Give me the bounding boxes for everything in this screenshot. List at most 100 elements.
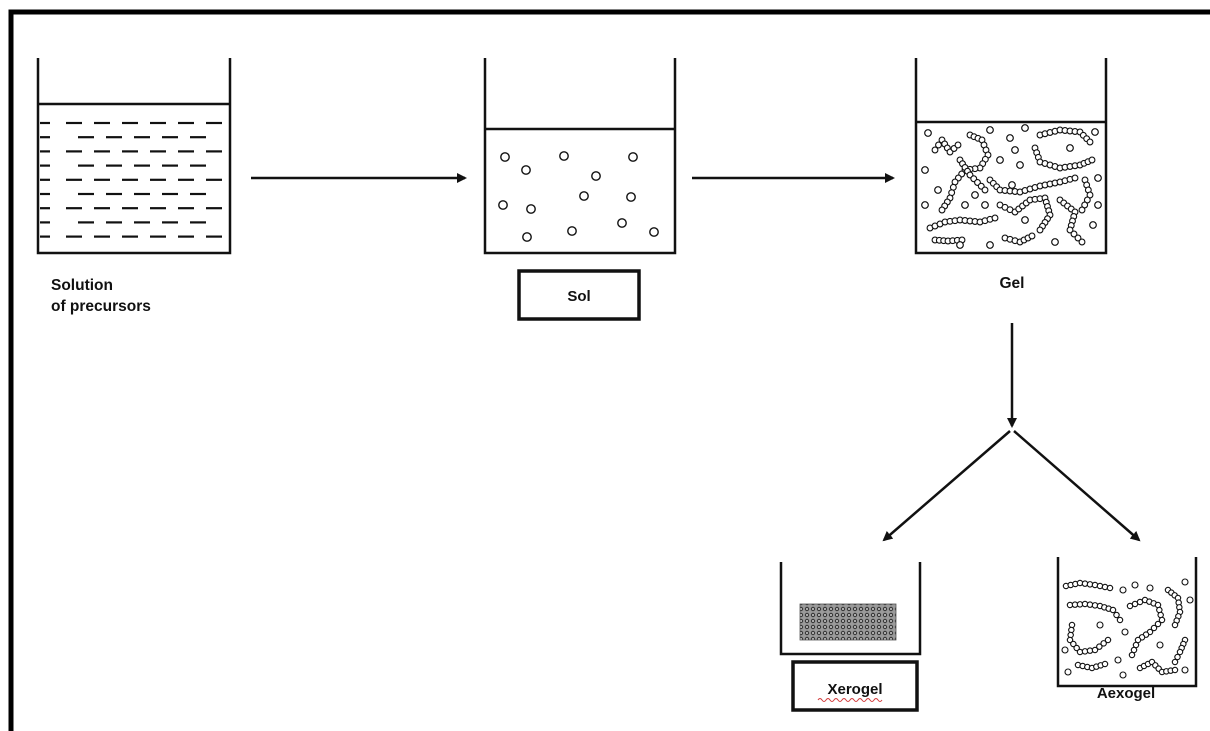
sol-particles [498, 151, 659, 242]
particle [938, 206, 946, 214]
particle [1011, 146, 1019, 154]
particle [1086, 138, 1094, 146]
particle [1051, 238, 1059, 246]
particle [1064, 668, 1072, 676]
particle [1070, 230, 1078, 238]
xerogel-beaker [779, 562, 922, 656]
particle [1174, 653, 1181, 661]
arrow-to-aexogel [1013, 430, 1141, 542]
particle [1100, 640, 1107, 647]
particle [934, 186, 942, 194]
particle [1089, 221, 1097, 229]
aexogel-beaker [1056, 557, 1198, 688]
particle [921, 201, 929, 209]
particle [1171, 621, 1179, 629]
particle [1116, 616, 1124, 624]
xerogel-solid [799, 603, 897, 641]
xerogel-label-box [791, 660, 919, 712]
solution-beaker [36, 58, 232, 255]
beaker-icon [483, 58, 677, 255]
particle [986, 241, 994, 249]
particle [996, 156, 1004, 164]
particle [1088, 156, 1096, 164]
particle [1109, 606, 1117, 614]
arrow-to-xerogel [882, 430, 1011, 542]
particle [1128, 651, 1136, 659]
beaker-icon [779, 562, 922, 656]
particle [521, 165, 531, 175]
particle [617, 218, 627, 228]
particle [1021, 216, 1029, 224]
particle [1181, 578, 1189, 586]
particle [1096, 643, 1103, 650]
particle [1186, 596, 1194, 604]
particle [1021, 124, 1029, 132]
particle [522, 232, 532, 242]
particle [1171, 658, 1179, 666]
particle [1121, 628, 1129, 636]
particle [1061, 646, 1069, 654]
particle [1096, 621, 1104, 629]
particle [1154, 620, 1162, 628]
particle [1016, 161, 1024, 169]
sol-beaker [483, 58, 677, 255]
particle [1113, 611, 1120, 619]
particle [981, 201, 989, 209]
particle [526, 204, 536, 214]
particle [1094, 201, 1102, 209]
particle [1156, 641, 1164, 649]
particle [1171, 666, 1179, 674]
beaker-icon [1056, 557, 1198, 688]
particle [1066, 144, 1074, 152]
particle [1078, 206, 1086, 214]
aexogel-network [1061, 578, 1194, 679]
particle [1131, 581, 1139, 589]
particle [1176, 648, 1184, 656]
sol-label-box [517, 269, 641, 321]
particle [971, 191, 979, 199]
particle [1070, 640, 1077, 648]
particle [567, 226, 577, 236]
particle [1074, 234, 1082, 242]
particle [649, 227, 659, 237]
particle [1066, 636, 1074, 644]
particle [1104, 636, 1112, 644]
beaker-icon [914, 58, 1108, 255]
particle [500, 152, 510, 162]
particle [924, 129, 932, 137]
particle [956, 241, 964, 249]
particle [981, 186, 989, 194]
particle [1066, 226, 1074, 234]
particle [986, 126, 994, 134]
particle [1119, 671, 1127, 679]
aexogel-label: Aexogel [1097, 685, 1155, 702]
particle [579, 191, 589, 201]
solution-label-line1: Solution [51, 277, 113, 294]
gel-beaker [914, 58, 1108, 255]
particle [1091, 128, 1099, 136]
particle [1008, 181, 1016, 189]
particle [1146, 584, 1154, 592]
diagram-frame [8, 9, 1210, 731]
particle [1150, 624, 1158, 632]
beaker-icon [36, 58, 232, 255]
particle [559, 151, 569, 161]
gel-network [921, 124, 1102, 249]
particle [1158, 616, 1166, 624]
particle [498, 200, 508, 210]
particle [961, 201, 969, 209]
particle [1114, 656, 1122, 664]
spellcheck-underline [817, 698, 883, 702]
particle [1119, 586, 1127, 594]
solution-label-line2: of precursors [51, 298, 151, 315]
gel-label: Gel [1000, 275, 1025, 292]
particle [1078, 238, 1086, 246]
particle [954, 141, 962, 149]
particle [1101, 660, 1109, 668]
particle [1106, 584, 1114, 592]
precursor-dashes [40, 121, 222, 238]
particle [591, 171, 601, 181]
particle [1073, 644, 1080, 652]
particle [1071, 174, 1079, 182]
